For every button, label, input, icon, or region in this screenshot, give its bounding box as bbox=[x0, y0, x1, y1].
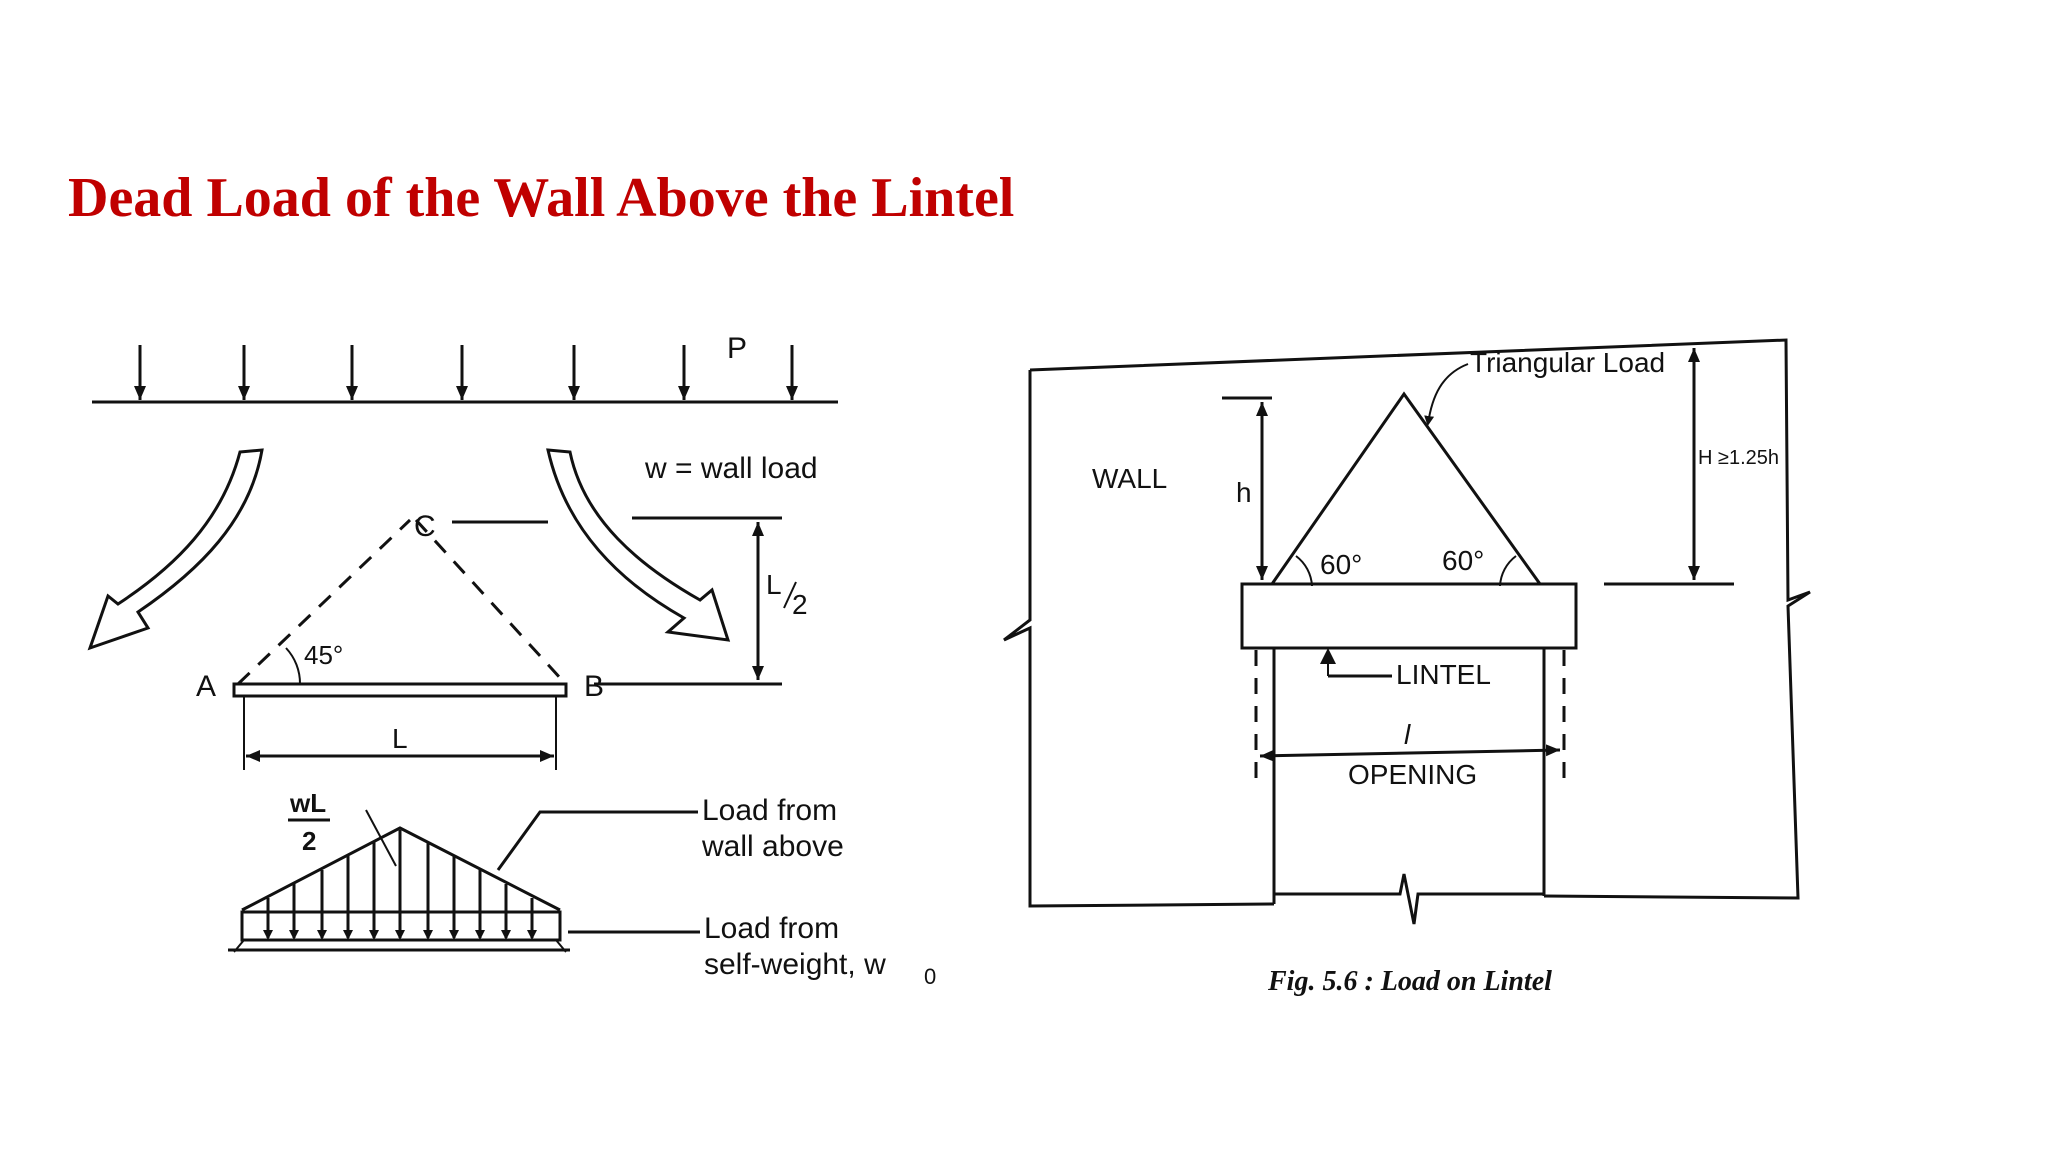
angle-arc bbox=[285, 647, 302, 685]
wall-load-leader bbox=[496, 810, 698, 871]
left-diagram: P w = wall load C 45° A B L L 2 wL 2 bbox=[87, 332, 936, 989]
load-self-line2: self-weight, w bbox=[704, 948, 886, 981]
wall-load-label: w = wall load bbox=[644, 452, 818, 485]
peak-num: wL bbox=[289, 788, 326, 818]
lintel-pointer-head bbox=[1320, 648, 1336, 664]
support-right bbox=[555, 939, 567, 953]
opening-dimension bbox=[1259, 744, 1561, 762]
down-arrows bbox=[134, 345, 798, 400]
page-title: Dead Load of the Wall Above the Lintel bbox=[68, 167, 1015, 229]
point-load-label: P bbox=[727, 332, 747, 365]
load-self-line1: Load from bbox=[704, 912, 839, 945]
curved-arrow-left-icon bbox=[87, 448, 264, 651]
load-wall-line1: Load from bbox=[702, 794, 837, 827]
angle-right-label: 60° bbox=[1442, 545, 1484, 576]
right-diagram: WALL 60° 60° h Triangular Load H ≥1.25h … bbox=[1003, 338, 1811, 997]
angle-arc-right bbox=[1499, 555, 1517, 587]
support-left bbox=[233, 939, 245, 953]
opening-break-line bbox=[1274, 873, 1544, 925]
height-den: 2 bbox=[792, 589, 808, 620]
apex-label: C bbox=[414, 510, 436, 543]
lintel-label: LINTEL bbox=[1396, 659, 1491, 690]
angle-label: 45° bbox=[304, 640, 343, 670]
peak-den: 2 bbox=[302, 826, 316, 856]
span-label: L bbox=[392, 723, 408, 754]
wall-outline-top-right bbox=[1029, 338, 1811, 900]
load-diagram: wL 2 Load from bbox=[228, 788, 936, 989]
triangular-load-shape bbox=[1270, 391, 1542, 585]
triangular-load-label: Triangular Load bbox=[1470, 347, 1665, 378]
height-rule-label: H ≥1.25h bbox=[1698, 447, 1779, 469]
peak-pointer bbox=[365, 809, 397, 867]
height-num: L bbox=[766, 569, 782, 600]
load-wall-line2: wall above bbox=[701, 830, 844, 863]
lintel-beam bbox=[1240, 582, 1578, 650]
angle-left-label: 60° bbox=[1320, 549, 1362, 580]
angle-arc-left bbox=[1295, 555, 1313, 587]
opening-label: OPENING bbox=[1348, 759, 1477, 790]
support-a-label: A bbox=[196, 670, 216, 703]
triangular-load bbox=[241, 826, 561, 912]
h-label: h bbox=[1236, 477, 1252, 508]
dashed-side-left bbox=[236, 518, 412, 686]
support-b-label: B bbox=[584, 670, 604, 703]
triangular-load-pointer bbox=[1424, 363, 1469, 426]
wall-label: WALL bbox=[1092, 463, 1167, 494]
wall-outline-left bbox=[1003, 370, 1275, 908]
load-self-sub: 0 bbox=[924, 964, 936, 989]
figure-caption: Fig. 5.6 : Load on Lintel bbox=[1267, 966, 1552, 997]
span-label: l bbox=[1404, 719, 1411, 750]
curved-arrow-right-icon bbox=[546, 448, 731, 642]
load-arrows bbox=[263, 830, 537, 940]
dashed-side-right bbox=[414, 518, 564, 682]
height-slash bbox=[783, 581, 797, 609]
beam-ab bbox=[232, 682, 568, 698]
